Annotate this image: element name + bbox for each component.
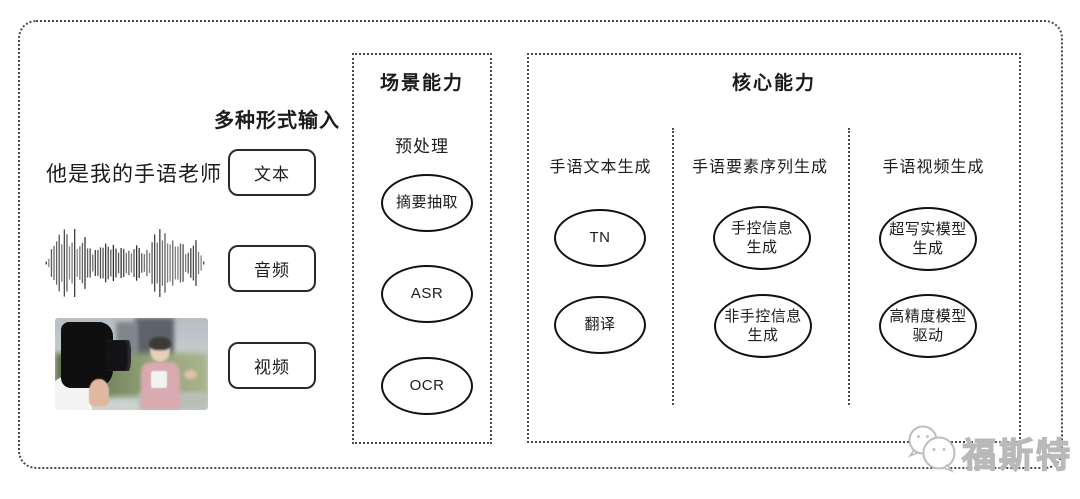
- scene-box-title: 场景能力: [379, 73, 464, 94]
- node-translation: 翻译: [554, 296, 646, 354]
- node-hyperrealistic-model-generation: 超写实模型 生成: [879, 207, 977, 271]
- audio-waveform-icon: [45, 227, 205, 299]
- node-manual-info-generation: 手控信息 生成: [713, 206, 811, 270]
- input-section-title: 多种形式输入: [214, 110, 340, 132]
- input-type-box-text: 文本: [228, 149, 316, 196]
- column-header-element-sequence-generation: 手语要素序列生成: [691, 159, 828, 176]
- photo-microphone: [151, 371, 167, 388]
- column-header-video-generation: 手语视频生成: [882, 159, 985, 176]
- photo-reporter-hair: [149, 337, 171, 351]
- photo-reporter-hand: [183, 369, 198, 379]
- sample-sentence-text: 他是我的手语老师: [46, 163, 222, 186]
- column-divider: [672, 128, 674, 405]
- preprocess-label: 预处理: [395, 137, 449, 156]
- photo-camera: [61, 321, 114, 388]
- watermark-text: 福斯特: [961, 436, 1073, 475]
- column-divider: [848, 128, 850, 405]
- node-asr: ASR: [381, 265, 473, 323]
- core-box-title: 核心能力: [731, 73, 816, 94]
- node-ocr: OCR: [381, 357, 473, 415]
- photo-camera-lens: [105, 340, 132, 372]
- outer-dotted-frame: [18, 20, 1063, 469]
- scene-capability-box: 场景能力 预处理 摘要抽取 ASR OCR: [352, 53, 492, 444]
- input-type-box-video: 视频: [228, 342, 316, 389]
- waveform-svg: [45, 229, 205, 297]
- node-high-precision-model-driving: 高精度模型 驱动: [879, 294, 977, 358]
- photo-photographer-hand: [88, 378, 109, 407]
- node-summary-extraction: 摘要抽取: [381, 174, 473, 232]
- chat-bubbles-mascot-icon: [903, 423, 961, 473]
- input-type-box-audio: 音频: [228, 245, 316, 292]
- node-tn: TN: [554, 209, 646, 267]
- core-capability-box: 核心能力 手语文本生成 手语要素序列生成 手语视频生成 TN 翻译 手控信息 生…: [527, 53, 1021, 443]
- node-non-manual-info-generation: 非手控信息 生成: [714, 294, 812, 358]
- column-header-text-generation: 手语文本生成: [549, 159, 652, 176]
- video-input-photo: [55, 318, 208, 410]
